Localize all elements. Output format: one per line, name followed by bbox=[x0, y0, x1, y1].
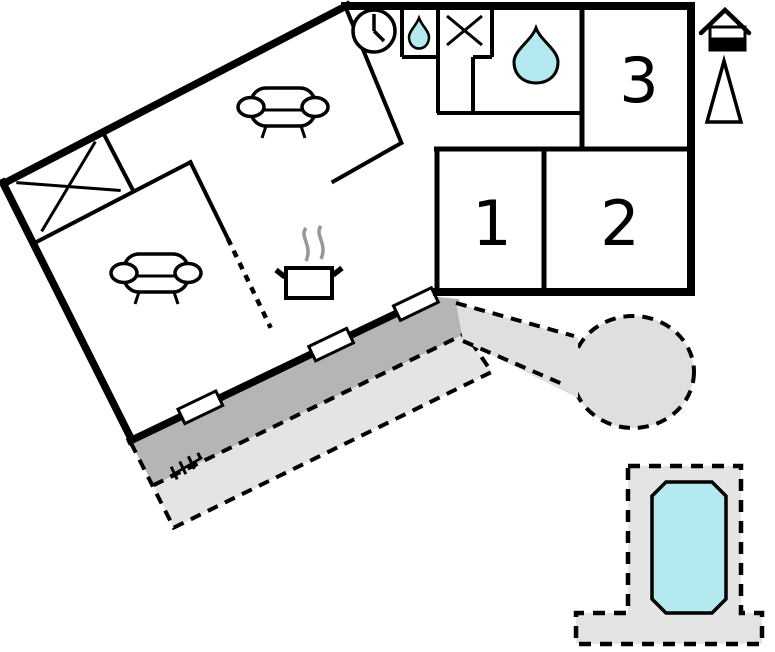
closet-wall-bottom bbox=[32, 159, 194, 246]
cross-cell-icon bbox=[446, 14, 483, 47]
sofa-icon-lounge bbox=[109, 252, 203, 305]
house-icon bbox=[698, 6, 752, 52]
closet-cross-icon bbox=[16, 140, 121, 233]
covered-terrace bbox=[130, 296, 466, 486]
closet-wall-right bbox=[100, 129, 136, 193]
path-dashed-edges bbox=[455, 301, 575, 388]
patio-blob bbox=[570, 314, 696, 430]
stove-icon bbox=[274, 224, 344, 300]
window-1 bbox=[175, 389, 225, 426]
lounge-wall bbox=[187, 159, 230, 240]
terrace-group bbox=[129, 296, 495, 531]
terrace-steps-mark-icon bbox=[169, 452, 203, 481]
room-3-label: 3 bbox=[619, 44, 658, 117]
water-drop-small-icon bbox=[407, 14, 431, 50]
terrace-dashed-border bbox=[129, 298, 495, 531]
pool-area bbox=[573, 463, 765, 647]
open-terrace bbox=[153, 333, 492, 528]
room-2-label: 2 bbox=[600, 187, 639, 260]
rotated-bottom-wall bbox=[125, 285, 441, 446]
rotated-wing-walls bbox=[0, 0, 405, 443]
open-partition-dashed bbox=[225, 237, 273, 329]
outer-wall-top bbox=[0, 0, 353, 188]
living-wall-bottom bbox=[330, 141, 403, 185]
axis-wing-walls bbox=[341, 2, 695, 296]
window-2 bbox=[306, 326, 356, 363]
outer-wall-left bbox=[0, 177, 136, 443]
room-1-label: 1 bbox=[472, 187, 511, 260]
sofa-icon-living bbox=[236, 86, 330, 139]
water-drop-large-icon bbox=[512, 23, 560, 85]
swimming-pool-icon bbox=[650, 480, 728, 615]
north-arrow-icon bbox=[704, 54, 744, 124]
clock-icon bbox=[351, 8, 397, 54]
garden-path-and-patio bbox=[455, 301, 696, 430]
path-fill bbox=[456, 303, 578, 398]
outer-wall-bottom bbox=[125, 291, 438, 446]
